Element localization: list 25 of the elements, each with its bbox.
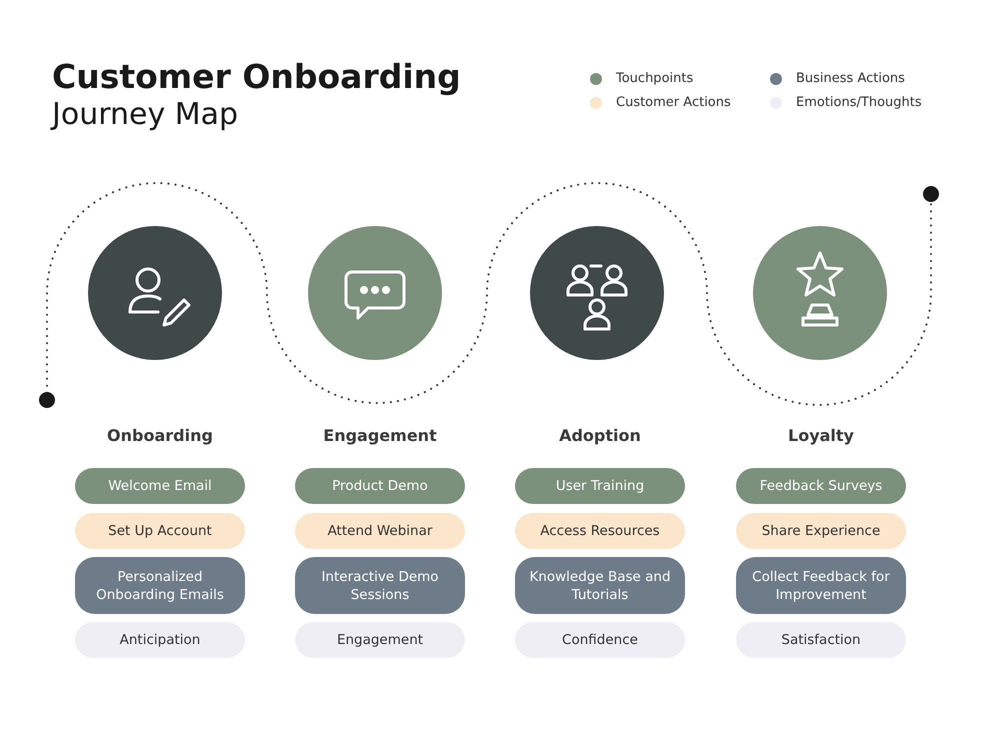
emotion-pill: Confidence — [515, 622, 685, 658]
stage-heading: Onboarding — [106, 426, 214, 445]
touchpoint-pill: Welcome Email — [75, 468, 245, 504]
touchpoint-pill: User Training — [515, 468, 685, 504]
title-heading: Customer Onboarding Journey Map — [52, 58, 462, 134]
stage-heading: Adoption — [558, 426, 642, 445]
customer-action-pill: Attend Webinar — [295, 513, 465, 549]
customer-action-pill: Set Up Account — [75, 513, 245, 549]
customer-action-pill: Share Experience — [736, 513, 906, 549]
customer-action-pill: Access Resources — [515, 513, 685, 549]
touchpoint-pill: Product Demo — [295, 468, 465, 504]
legend-text: Business Actions — [796, 71, 905, 86]
touchpoint-pill: Feedback Surveys — [736, 468, 906, 504]
legend-text: Customer Actions — [616, 95, 731, 110]
business-action-pill: Knowledge Base and Tutorials — [515, 557, 685, 614]
business-action-pill: Interactive Demo Sessions — [295, 557, 465, 614]
emotion-pill: Engagement — [295, 622, 465, 658]
emotion-pill: Anticipation — [75, 622, 245, 658]
emotion-pill: Satisfaction — [736, 622, 906, 658]
stage-heading: Loyalty — [787, 426, 855, 445]
legend-text: Touchpoints — [616, 71, 694, 86]
business-action-pill: Personalized Onboarding Emails — [75, 557, 245, 614]
business-action-pill: Collect Feedback for Improvement — [736, 557, 906, 614]
stage-heading: Engagement — [322, 426, 438, 445]
legend-text: Emotions/Thoughts — [796, 95, 922, 110]
